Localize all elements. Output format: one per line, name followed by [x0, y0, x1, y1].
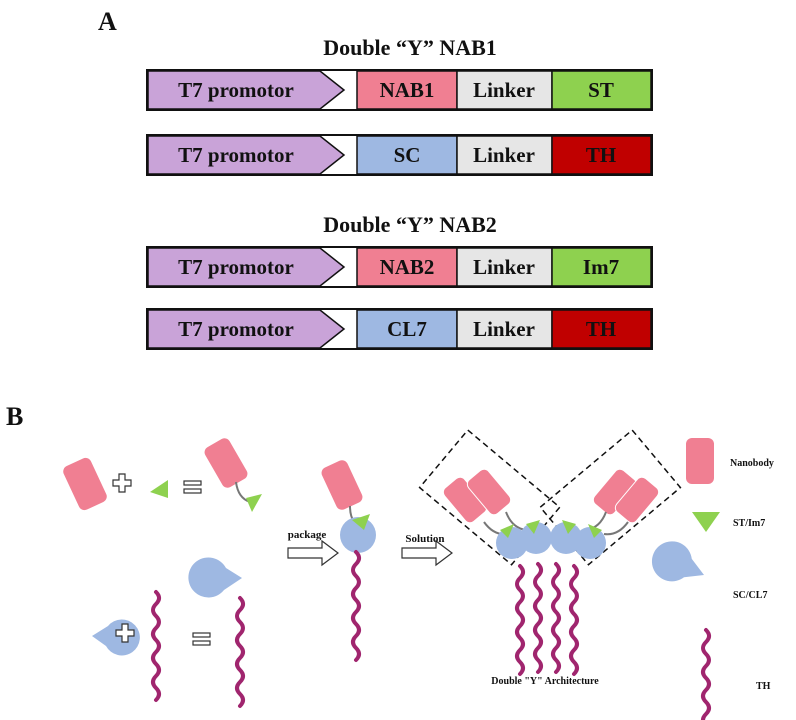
domain-label: CL7 [387, 317, 427, 341]
double-y-architecture [418, 429, 682, 676]
th-helix [151, 590, 161, 702]
linker-label: Linker [473, 255, 535, 279]
linker-segment [456, 309, 553, 349]
promoter-label: T7 promotor [178, 255, 294, 279]
linker-segment [456, 70, 553, 110]
tag-segment [551, 247, 652, 287]
tag-label: TH [586, 143, 616, 167]
construct-row-1: T7 promotor NAB1 Linker ST [146, 69, 653, 111]
domain-segment [356, 70, 458, 110]
group1-title: Double “Y” NAB1 [323, 35, 497, 60]
group2-title: Double “Y” NAB2 [323, 212, 497, 237]
nanobody-st-fusion [204, 438, 262, 512]
promoter-label: T7 promotor [178, 143, 294, 167]
panel-a-label: A [98, 7, 117, 36]
plus-sign [112, 473, 132, 493]
domain-label: NAB1 [380, 78, 435, 102]
promoter-segment [147, 70, 346, 110]
domain-label: NAB2 [380, 255, 435, 279]
tag-label: TH [586, 317, 616, 341]
domain-segment [356, 309, 458, 349]
equals-sign [192, 632, 211, 646]
architecture-label: Double "Y" Architecture [491, 676, 599, 687]
domain-label: SC [394, 143, 421, 167]
legend-sc-label: SC/CL7 [733, 590, 767, 601]
st-triangle [150, 480, 168, 498]
solution-label: Solution [405, 533, 444, 545]
tag-label: Im7 [583, 255, 619, 279]
equals-sign [183, 480, 202, 494]
legend-th-swatch [701, 628, 711, 720]
construct-row-2: T7 promotor SC Linker TH [146, 134, 653, 176]
panel-b-label: B [6, 402, 23, 431]
promoter-label: T7 promotor [178, 78, 294, 102]
legend-st-swatch [692, 512, 720, 532]
tag-segment [551, 70, 652, 110]
tag-segment [551, 135, 652, 175]
tag-segment [551, 309, 652, 349]
solution-arrow [401, 539, 453, 567]
promoter-segment [147, 135, 346, 175]
linker-label: Linker [473, 78, 535, 102]
package-label: package [288, 529, 327, 541]
sc-pacman [92, 619, 140, 656]
plus-sign [115, 623, 135, 643]
linker-label: Linker [473, 317, 535, 341]
promoter-segment [147, 247, 346, 287]
legend-st-label: ST/Im7 [733, 518, 765, 529]
promoter-segment [147, 309, 346, 349]
legend-nanobody-swatch [686, 438, 714, 484]
legend: Nanobody ST/Im7 SC/CL7 TH [651, 438, 774, 720]
linker-segment [456, 247, 553, 287]
construct-row-4: T7 promotor CL7 Linker TH [146, 308, 653, 350]
package-arrow [287, 539, 339, 567]
linker-label: Linker [473, 143, 535, 167]
nanobody-shape [63, 457, 107, 511]
sc-th-fusion [188, 557, 245, 708]
legend-nanobody-label: Nanobody [730, 458, 774, 469]
construct-row-3: T7 promotor NAB2 Linker Im7 [146, 246, 653, 288]
tag-label: ST [588, 78, 614, 102]
legend-th-label: TH [756, 681, 771, 692]
promoter-label: T7 promotor [178, 317, 294, 341]
legend-sc-swatch [651, 541, 704, 582]
assembled-unit [321, 460, 376, 662]
